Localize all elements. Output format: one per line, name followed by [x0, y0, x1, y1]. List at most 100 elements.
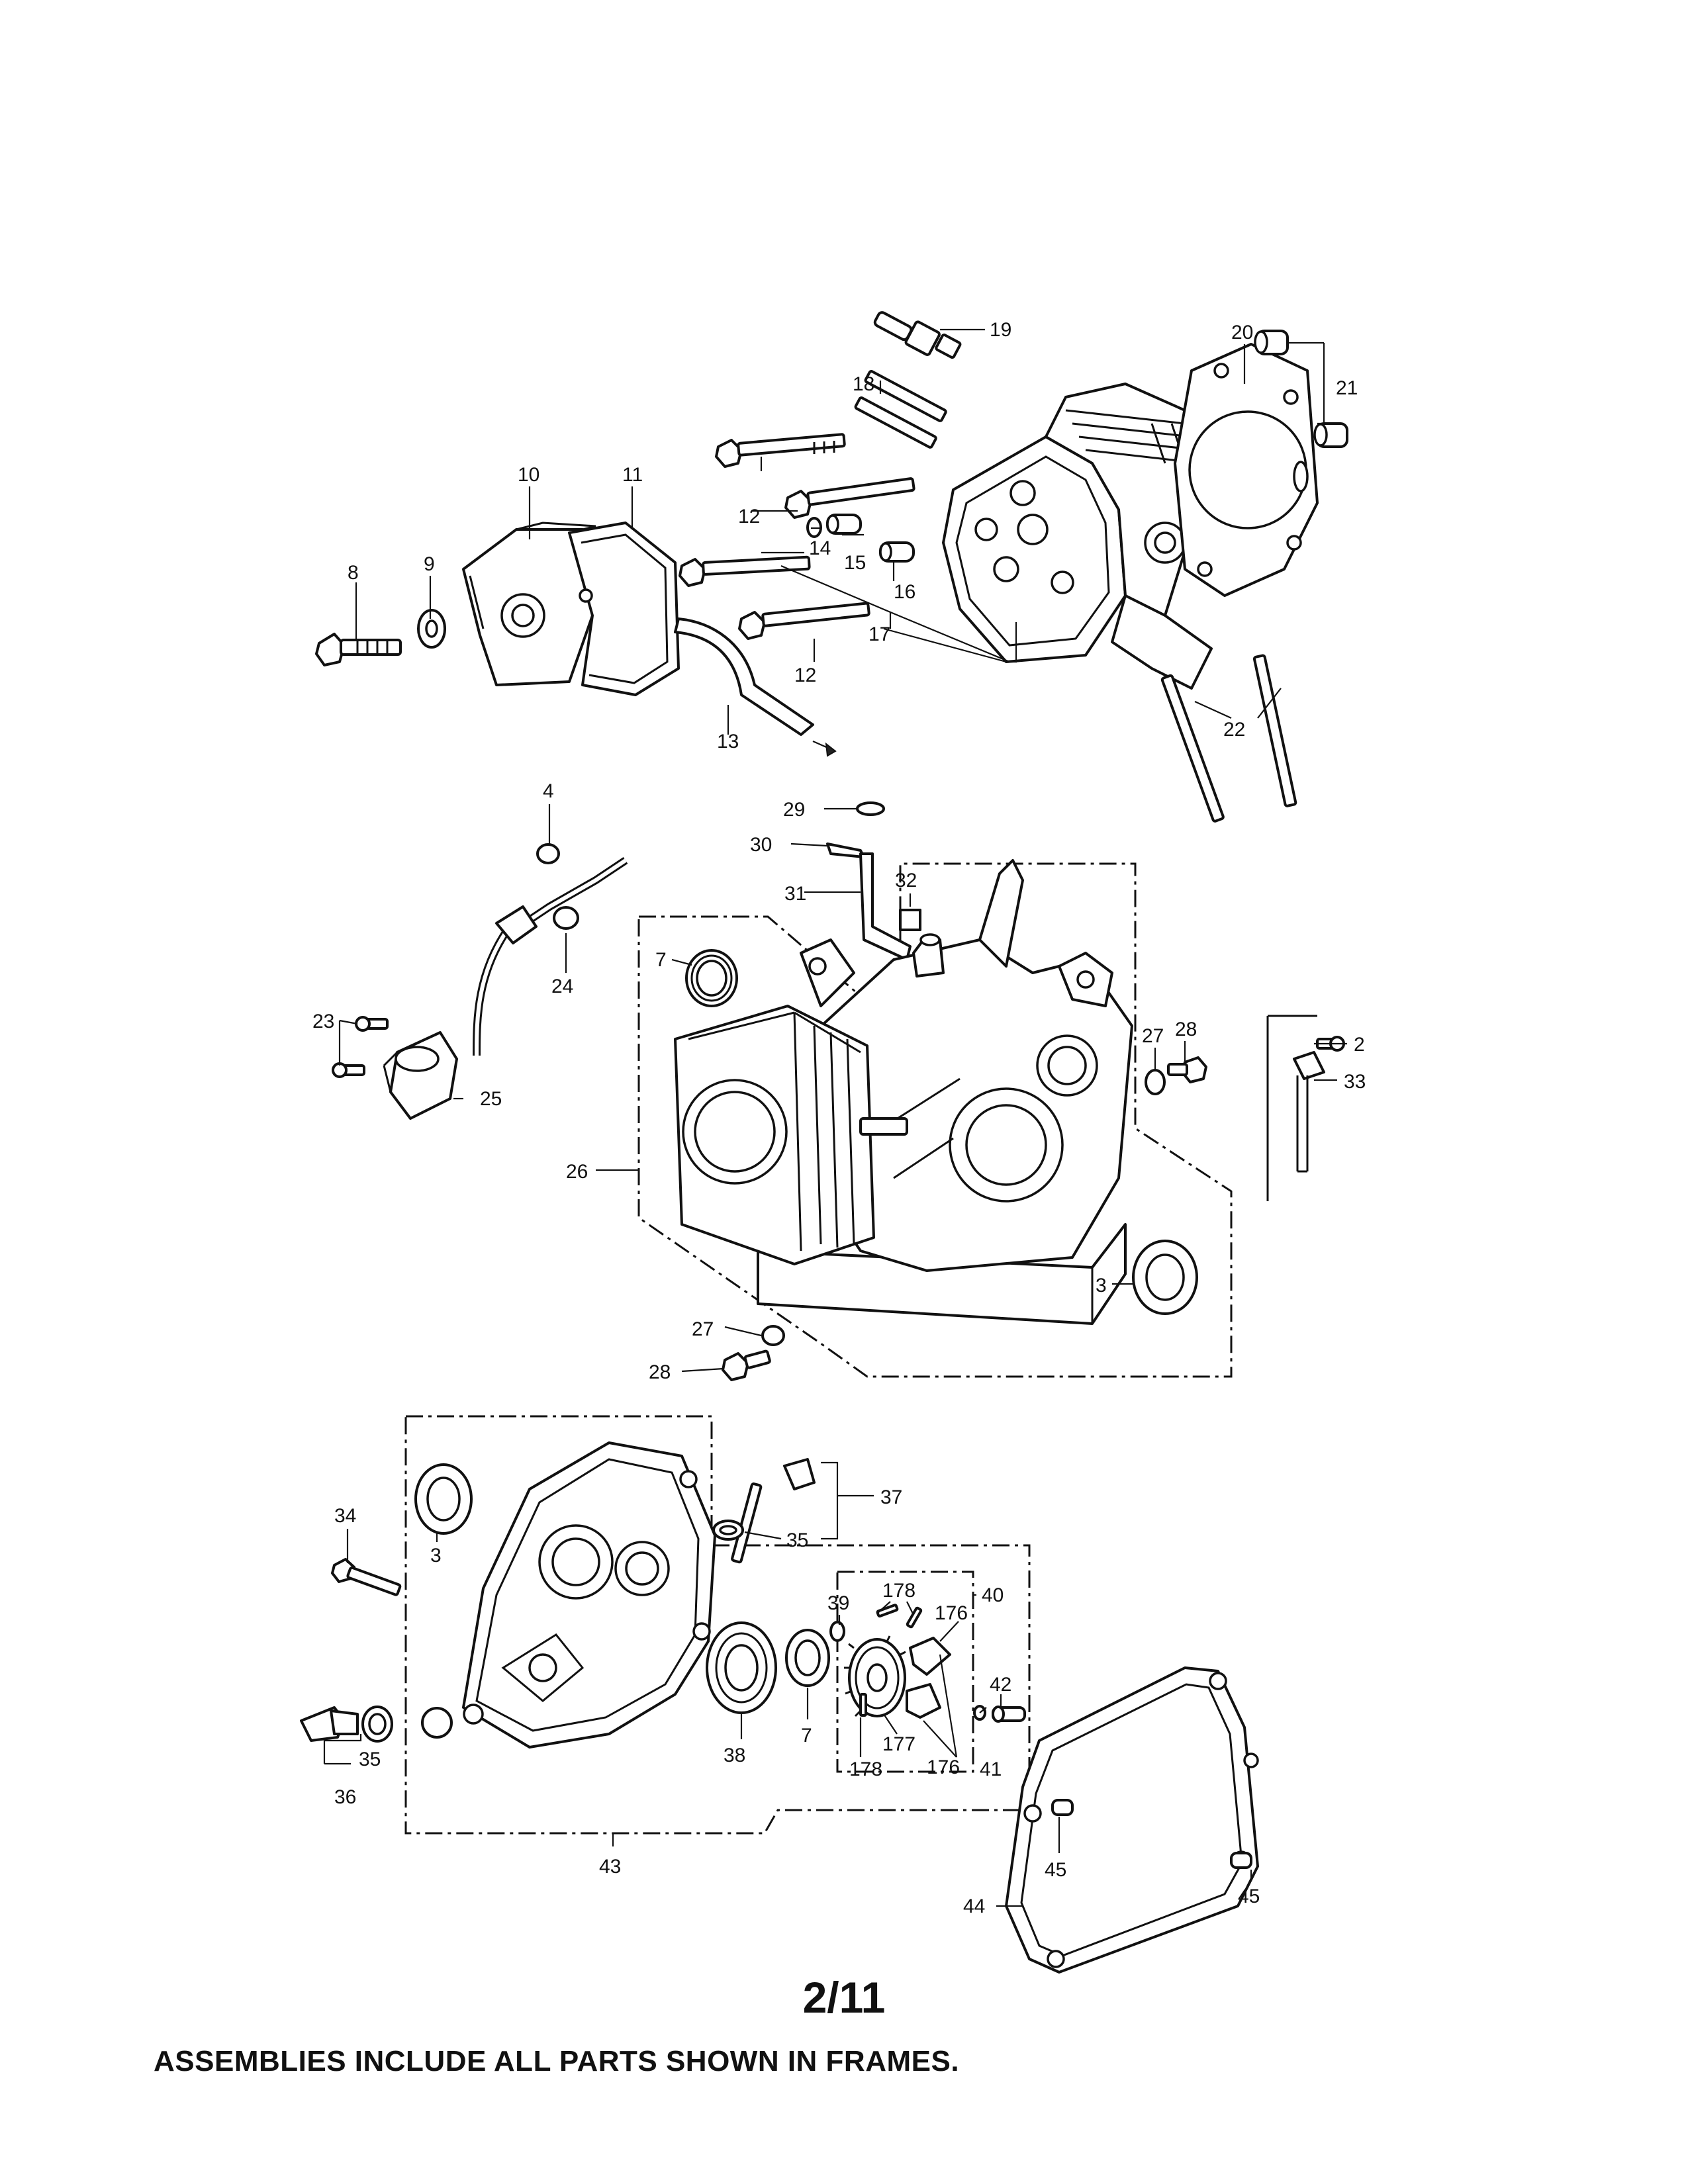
- governor-shaft-42: [992, 1706, 1026, 1723]
- head-gasket-20: [1174, 343, 1319, 597]
- washer-29: [856, 801, 885, 816]
- callout-13: 13: [717, 731, 739, 752]
- callout-7-lower: 7: [801, 1725, 812, 1747]
- bolt-34: [331, 1558, 402, 1596]
- callout-34: 34: [334, 1505, 356, 1527]
- callout-38: 38: [724, 1745, 745, 1766]
- clip-30: [826, 842, 865, 858]
- callout-35-upper: 35: [786, 1529, 808, 1551]
- callout-176-bottom: 176: [927, 1756, 960, 1778]
- callout-45-left: 45: [1045, 1859, 1066, 1881]
- breather-tube-13: [674, 617, 837, 757]
- bolt-28-upper: [1167, 1056, 1207, 1083]
- governor-gear-177: [844, 1635, 906, 1717]
- callout-26: 26: [566, 1161, 588, 1183]
- callout-31: 31: [784, 883, 806, 905]
- callout-16: 16: [894, 581, 915, 603]
- callout-19: 19: [990, 319, 1011, 341]
- callout-30: 30: [750, 834, 772, 856]
- callout-3-cover: 3: [430, 1545, 442, 1567]
- bolt-28-lower: [722, 1349, 771, 1381]
- nut-24: [553, 906, 579, 930]
- washer-39: [829, 1621, 845, 1642]
- governor-arm-group: [826, 801, 921, 961]
- screws-23: [332, 1016, 389, 1078]
- rocker-cover-10: [462, 522, 596, 686]
- crankcase-cover-group: [331, 1441, 716, 1749]
- callout-177: 177: [882, 1733, 915, 1755]
- callout-43: 43: [599, 1856, 621, 1878]
- governor-weights-176: [906, 1637, 951, 1719]
- callout-44: 44: [963, 1895, 985, 1917]
- bolt-8: [315, 633, 402, 666]
- callout-12-bottom: 12: [794, 664, 816, 686]
- callout-23: 23: [312, 1011, 334, 1032]
- cylinder-block-26: [674, 859, 1133, 1325]
- callout-35-lower: 35: [359, 1749, 381, 1770]
- callout-9: 9: [424, 553, 435, 575]
- bolts-12: [679, 433, 915, 640]
- callout-45-right: 45: [1238, 1886, 1260, 1907]
- callout-20: 20: [1231, 322, 1253, 343]
- oil-seal-3-block: [1132, 1240, 1198, 1315]
- callout-7-upper: 7: [655, 949, 667, 971]
- callout-18: 18: [853, 373, 874, 395]
- washer-35-lower: [361, 1706, 393, 1743]
- spark-plug-19: [873, 311, 962, 359]
- bearing-38: [706, 1621, 777, 1714]
- drain-plug-36: [300, 1706, 359, 1742]
- oil-alert-33: [1293, 1036, 1345, 1173]
- assembly-note: ASSEMBLIES INCLUDE ALL PARTS SHOWN IN FR…: [154, 2045, 960, 2077]
- page-number: 2/11: [802, 1973, 886, 2022]
- governor-arm-31: [859, 852, 912, 961]
- callout-14: 14: [809, 537, 831, 559]
- callout-27-lower: 27: [692, 1318, 714, 1340]
- callout-37: 37: [880, 1486, 902, 1508]
- dowels-21: [1254, 330, 1348, 448]
- dipstick-37: [731, 1458, 816, 1564]
- washer-27-lower: [761, 1325, 785, 1346]
- callout-24: 24: [551, 976, 573, 997]
- callout-32: 32: [895, 870, 917, 891]
- callout-176-top: 176: [935, 1602, 968, 1624]
- callout-40: 40: [982, 1584, 1004, 1606]
- oil-seal-3-cover: [414, 1463, 473, 1535]
- callout-178-top: 178: [882, 1580, 915, 1602]
- callout-10: 10: [518, 464, 539, 486]
- callout-11: 11: [622, 464, 643, 486]
- grommet-4: [536, 843, 560, 864]
- dowel-15: [826, 514, 862, 535]
- callout-29: 29: [783, 799, 805, 821]
- frame-governor: [836, 1570, 974, 1773]
- ignition-coil-group: [332, 843, 628, 1120]
- rocker-cover-gasket-11: [568, 522, 680, 696]
- washer-35-upper: [712, 1520, 744, 1541]
- callout-8: 8: [348, 562, 359, 584]
- callout-27-upper: 27: [1142, 1025, 1164, 1047]
- callout-17: 17: [868, 623, 890, 645]
- frame-crankcase-cover: [404, 1415, 1031, 1835]
- pins-178: [859, 1604, 923, 1717]
- callout-178-bottom: 178: [849, 1758, 882, 1780]
- callout-12-top: 12: [738, 506, 760, 527]
- callout-2: 2: [1354, 1034, 1365, 1056]
- dowels-45: [1051, 1799, 1252, 1869]
- callout-3-block: 3: [1096, 1275, 1107, 1297]
- bearing-7-upper: [685, 949, 738, 1007]
- callout-39: 39: [827, 1592, 849, 1614]
- washer-9: [417, 609, 446, 649]
- callout-33: 33: [1344, 1071, 1366, 1093]
- callout-4: 4: [543, 780, 554, 802]
- cylinder-head-assembly: [942, 383, 1213, 690]
- pin-32: [899, 909, 921, 931]
- studs-22: [1160, 654, 1297, 823]
- callout-25: 25: [480, 1088, 502, 1110]
- callout-22: 22: [1223, 719, 1245, 741]
- ignition-coil-25: [383, 1031, 458, 1120]
- callout-28-upper: 28: [1175, 1019, 1197, 1040]
- bearing-7-lower: [785, 1629, 830, 1687]
- callout-41: 41: [980, 1758, 1002, 1780]
- callouts: 19 20 21 18 10 11 12 14 15 16 17 9 8 12 …: [312, 319, 1366, 1917]
- leader-lines: [323, 328, 1347, 1907]
